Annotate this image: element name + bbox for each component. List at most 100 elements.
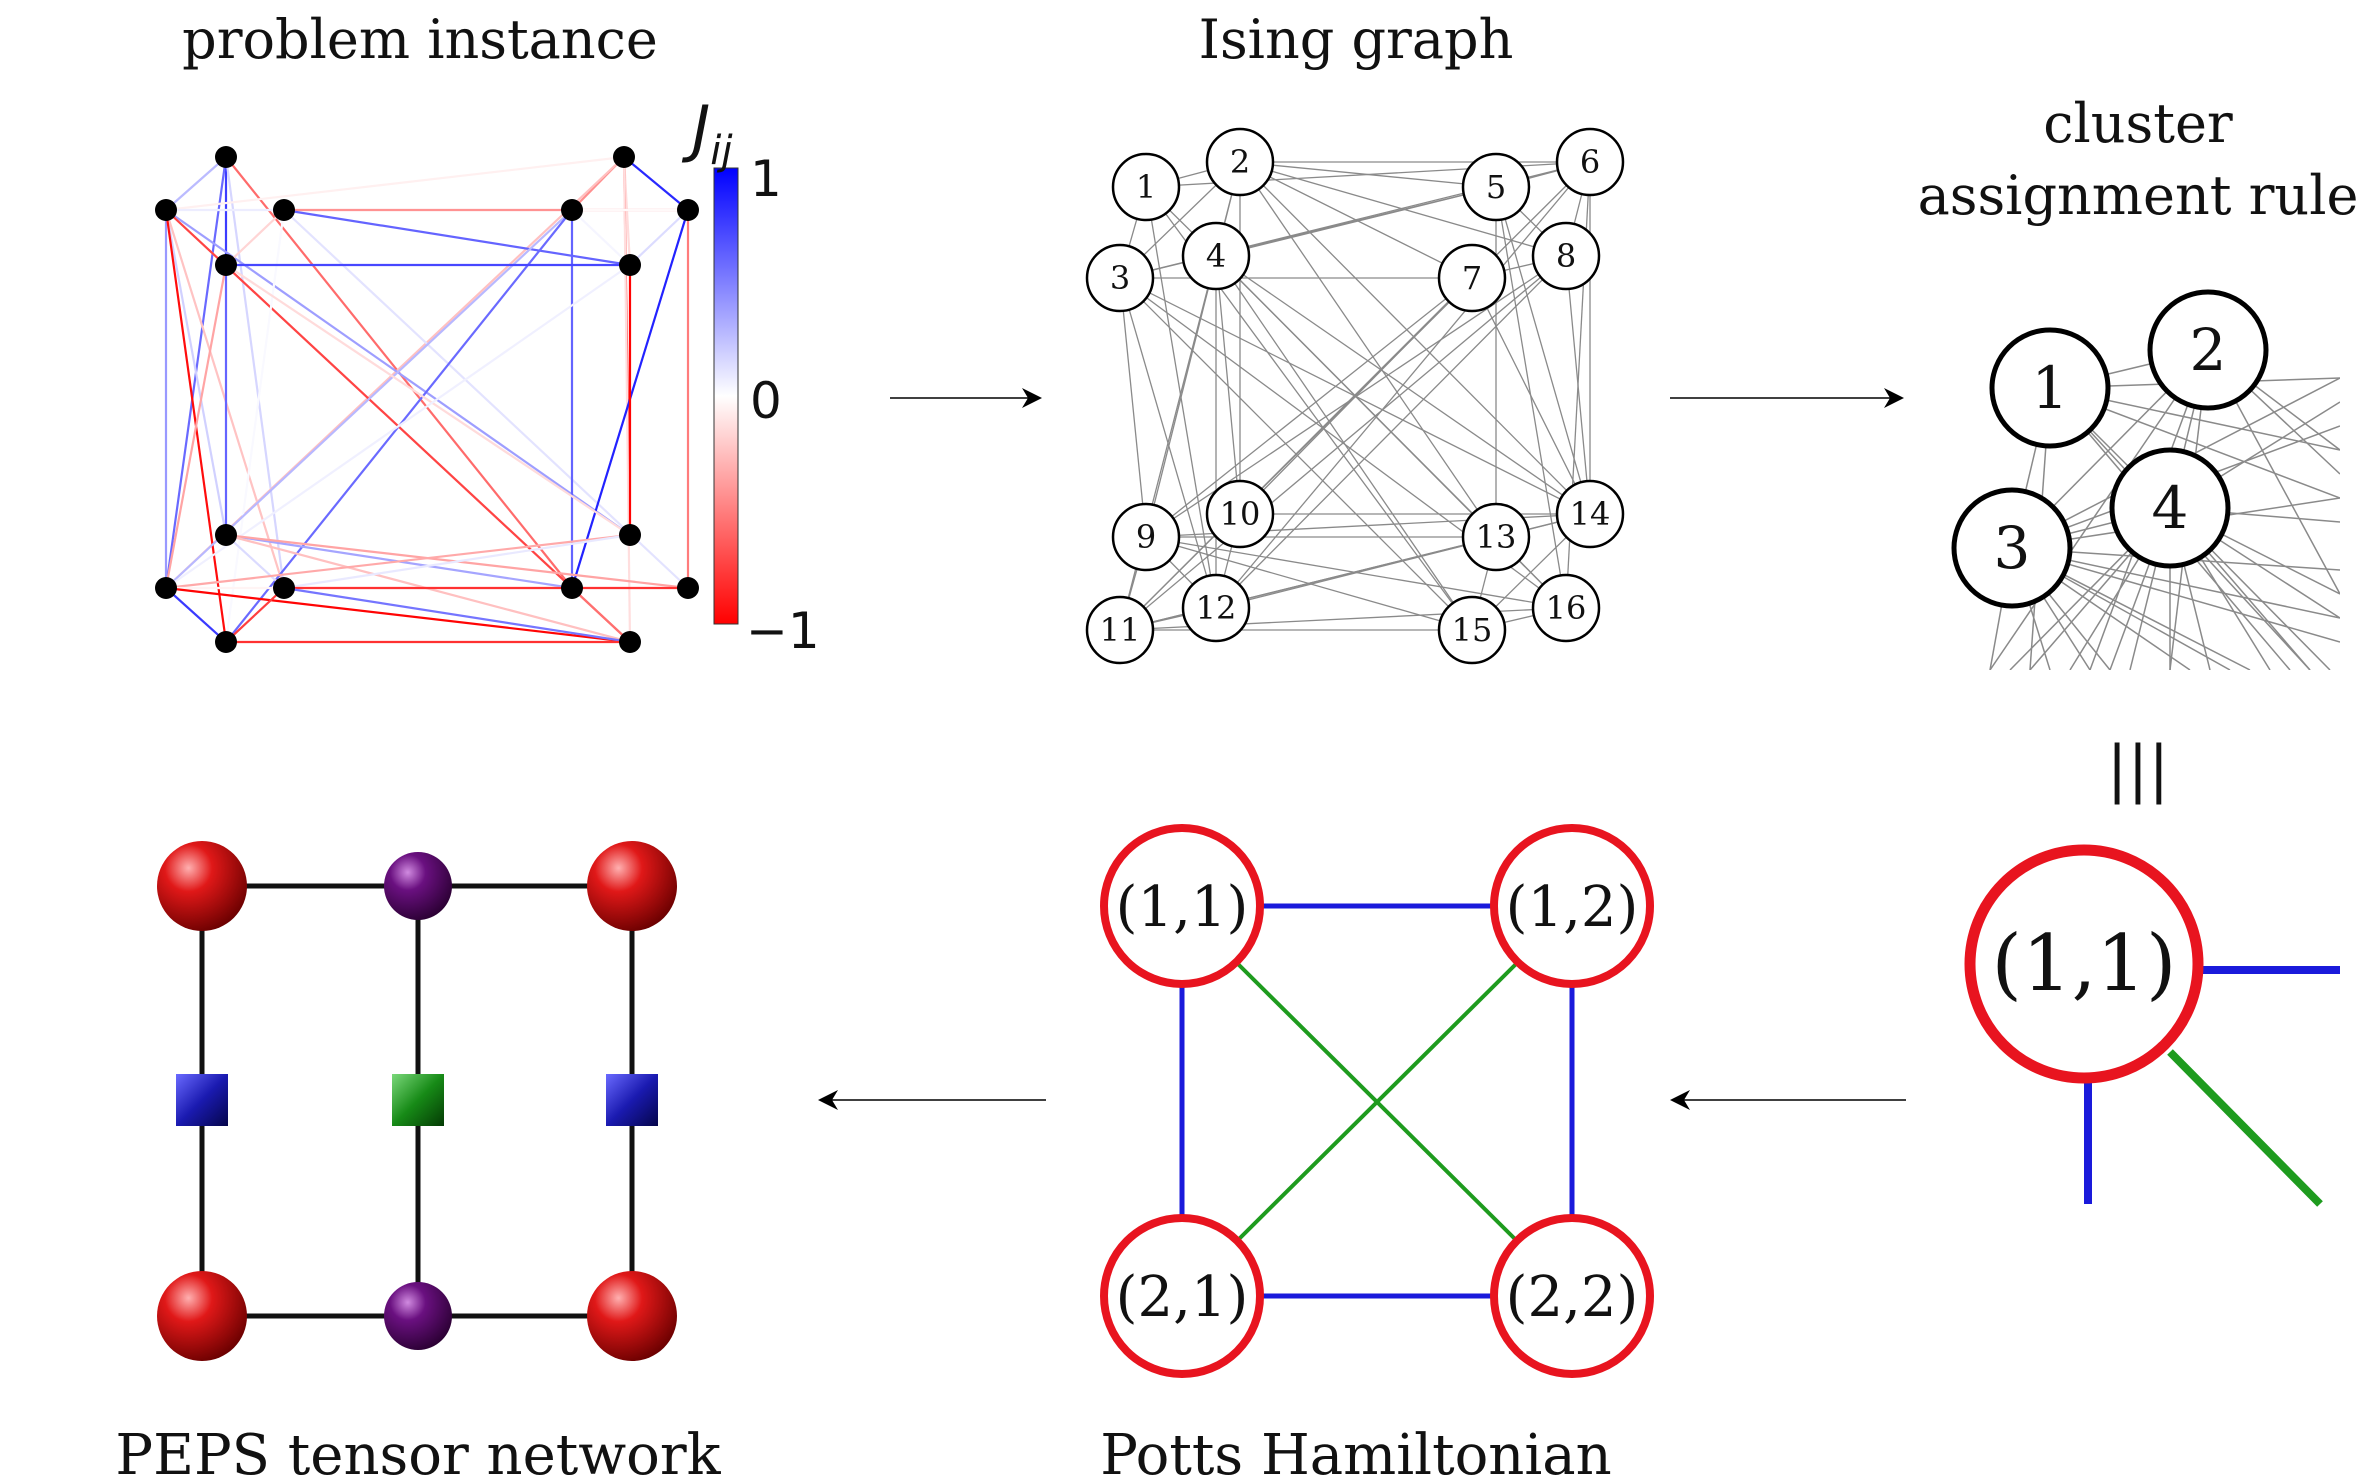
- problem-node: [215, 524, 237, 546]
- ising-node-label: 11: [1100, 611, 1141, 649]
- coupling-edge: [283, 533, 631, 590]
- ising-node-label: 16: [1546, 589, 1587, 627]
- problem-nodes: [155, 146, 699, 653]
- potts-nodes: (1,1)(1,2)(2,1)(2,2): [1100, 824, 1654, 1378]
- coupling-edge: [164, 209, 228, 536]
- coupling-edge: [224, 209, 286, 643]
- problem-node: [273, 577, 295, 599]
- coupling-edge: [165, 533, 631, 590]
- problem-node: [561, 577, 583, 599]
- problem-instance-title: problem instance: [182, 8, 658, 71]
- ising-node-label: 5: [1486, 168, 1506, 206]
- coupling-edge: [571, 587, 631, 643]
- zoom-cluster-panel: (1,1): [1964, 844, 2340, 1207]
- coupling-edge: [283, 209, 689, 589]
- ising-node: [1205, 479, 1275, 549]
- peps-site-tensor: [587, 1271, 677, 1361]
- ising-edge: [1145, 161, 1241, 538]
- peps-site-tensor: [157, 841, 247, 931]
- zoom-potts-node-label: (1,1): [1992, 919, 2177, 1009]
- ising-node-label: 2: [1230, 143, 1250, 181]
- coupling-edge: [165, 264, 631, 589]
- peps-panel: PEPS tensor network: [115, 841, 722, 1484]
- coupling-edge: [571, 209, 631, 266]
- peps-title: PEPS tensor network: [115, 1423, 721, 1484]
- ising-edge: [1119, 277, 1147, 538]
- ising-node-label: 15: [1452, 611, 1493, 649]
- coupling-edge: [622, 156, 632, 643]
- ising-node-label: 8: [1556, 237, 1576, 275]
- cluster-node-label: 4: [2152, 474, 2189, 542]
- problem-node: [273, 199, 295, 221]
- ising-edge: [1215, 186, 1497, 257]
- potts-title: Potts Hamiltonian: [1100, 1423, 1611, 1484]
- coupling-edge: [225, 209, 285, 266]
- problem-node: [215, 146, 237, 168]
- cluster-title-line2: assignment rule: [1918, 164, 2358, 227]
- coupling-edge: [165, 586, 631, 644]
- potts-edge-diag-2: [1236, 962, 1518, 1242]
- ising-edge: [1239, 161, 1497, 538]
- coupling-edge: [165, 156, 227, 211]
- cluster-node-label: 3: [1994, 514, 2031, 582]
- coupling-edge: [165, 587, 227, 643]
- coupling-edge: [164, 264, 228, 589]
- ising-node-label: 3: [1110, 259, 1130, 297]
- ising-node-label: 10: [1220, 495, 1261, 533]
- ising-node: [1085, 595, 1155, 665]
- cluster-node-label: 2: [2190, 316, 2227, 384]
- ising-node-label: 6: [1580, 143, 1600, 181]
- potts-node: [1490, 1214, 1654, 1378]
- ising-node-label: 4: [1206, 237, 1226, 275]
- coupling-edge: [165, 155, 625, 212]
- coupling-edge: [629, 209, 689, 266]
- potts-node: [1100, 1214, 1264, 1378]
- coupling-edge: [283, 586, 631, 644]
- problem-node: [155, 577, 177, 599]
- colorbar-tick-top: 1: [750, 150, 782, 208]
- ising-edge: [1215, 255, 1241, 515]
- colorbar-tick-bottom: −1: [746, 602, 820, 660]
- zoom-potts-node: [1964, 844, 2204, 1084]
- peps-bond-tensor-green: [392, 1074, 444, 1126]
- potts-node: [1100, 824, 1264, 988]
- coupling-edge: [224, 156, 286, 589]
- ising-edge: [1119, 255, 1567, 631]
- problem-node: [619, 631, 641, 653]
- ising-edge: [1145, 277, 1473, 538]
- coupling-edge: [165, 209, 573, 589]
- problem-node: [677, 199, 699, 221]
- zoom-edge-diagonal: [2167, 1049, 2323, 1207]
- potts-node-label: (2,1): [1116, 1265, 1249, 1330]
- potts-node: [1490, 824, 1654, 988]
- ising-node-label: 13: [1476, 518, 1517, 556]
- peps-site-tensor: [587, 841, 677, 931]
- potts-node-label: (2,2): [1506, 1265, 1639, 1330]
- problem-node: [677, 577, 699, 599]
- ising-edge: [1239, 161, 1591, 515]
- ising-node: [1555, 479, 1625, 549]
- ising-node-label: 1: [1136, 168, 1156, 206]
- coupling-edge: [225, 587, 285, 643]
- ising-node-label: 7: [1462, 259, 1482, 297]
- ising-node: [1461, 502, 1531, 572]
- problem-node: [619, 524, 641, 546]
- cluster-node: [2109, 447, 2231, 569]
- ising-edge: [1145, 255, 1567, 538]
- colorbar-tick-mid: 0: [750, 372, 782, 430]
- ising-node: [1205, 127, 1275, 197]
- problem-node: [619, 254, 641, 276]
- potts-node-label: (1,1): [1116, 875, 1249, 940]
- problem-node: [613, 146, 635, 168]
- problem-node: [155, 199, 177, 221]
- ising-node: [1461, 152, 1531, 222]
- ising-node: [1111, 502, 1181, 572]
- colorbar: [713, 167, 739, 625]
- ising-node: [1085, 243, 1155, 313]
- cluster-node: [2147, 289, 2269, 411]
- ising-edge: [1119, 277, 1473, 631]
